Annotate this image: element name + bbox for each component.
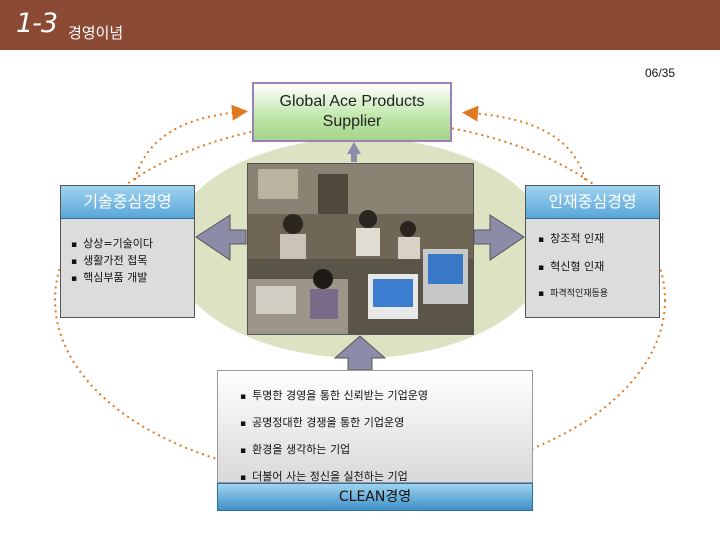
header-bar: 1-3 경영이념	[0, 0, 720, 50]
list-item: ▪생활가전 접목	[71, 254, 148, 267]
arrow-right-to-center	[473, 214, 525, 261]
dotted-cycle	[54, 119, 666, 481]
clean-management-title: CLEAN경영	[217, 483, 533, 511]
list-item: ▪핵심부품 개발	[71, 271, 148, 284]
list-item: ▪투명한 경영을 통한 신뢰받는 기업운영	[240, 389, 429, 402]
list-item: ▪공명정대한 경쟁을 통한 기업운영	[240, 416, 405, 429]
arrow-left-to-center	[195, 214, 247, 261]
talent-management-box: 인재중심경영 ▪창조적 인재 ▪혁신형 인재 ▪파격적인재등용	[525, 185, 660, 318]
talent-management-title: 인재중심경영	[526, 186, 659, 219]
section-number: 1-3	[16, 8, 58, 39]
list-item: ▪파격적인재등용	[538, 289, 609, 299]
goal-line-2: Supplier	[322, 113, 382, 130]
list-item: ▪상상=기술이다	[71, 237, 154, 250]
list-item: ▪더불어 사는 정신을 실천하는 기업	[240, 470, 408, 483]
arrow-up-to-top	[347, 142, 361, 162]
clean-management-panel: ▪투명한 경영을 통한 신뢰받는 기업운영 ▪공명정대한 경쟁을 통한 기업운영…	[217, 370, 533, 483]
list-item: ▪혁신형 인재	[538, 260, 605, 273]
list-item: ▪환경을 생각하는 기업	[240, 443, 351, 456]
technology-management-title: 기술중심경영	[61, 186, 194, 219]
office-photo	[247, 163, 474, 335]
section-title: 경영이념	[68, 24, 124, 42]
goal-line-1: Global Ace Products	[279, 93, 425, 110]
goal-box: Global Ace Products Supplier	[252, 82, 452, 142]
dotted-arrow-right	[462, 105, 586, 181]
page-number: 06/35	[645, 66, 676, 80]
technology-management-box: 기술중심경영 ▪상상=기술이다 ▪생활가전 접목 ▪핵심부품 개발	[60, 185, 195, 318]
list-item: ▪창조적 인재	[538, 232, 605, 245]
dotted-arrow-left	[134, 104, 248, 181]
